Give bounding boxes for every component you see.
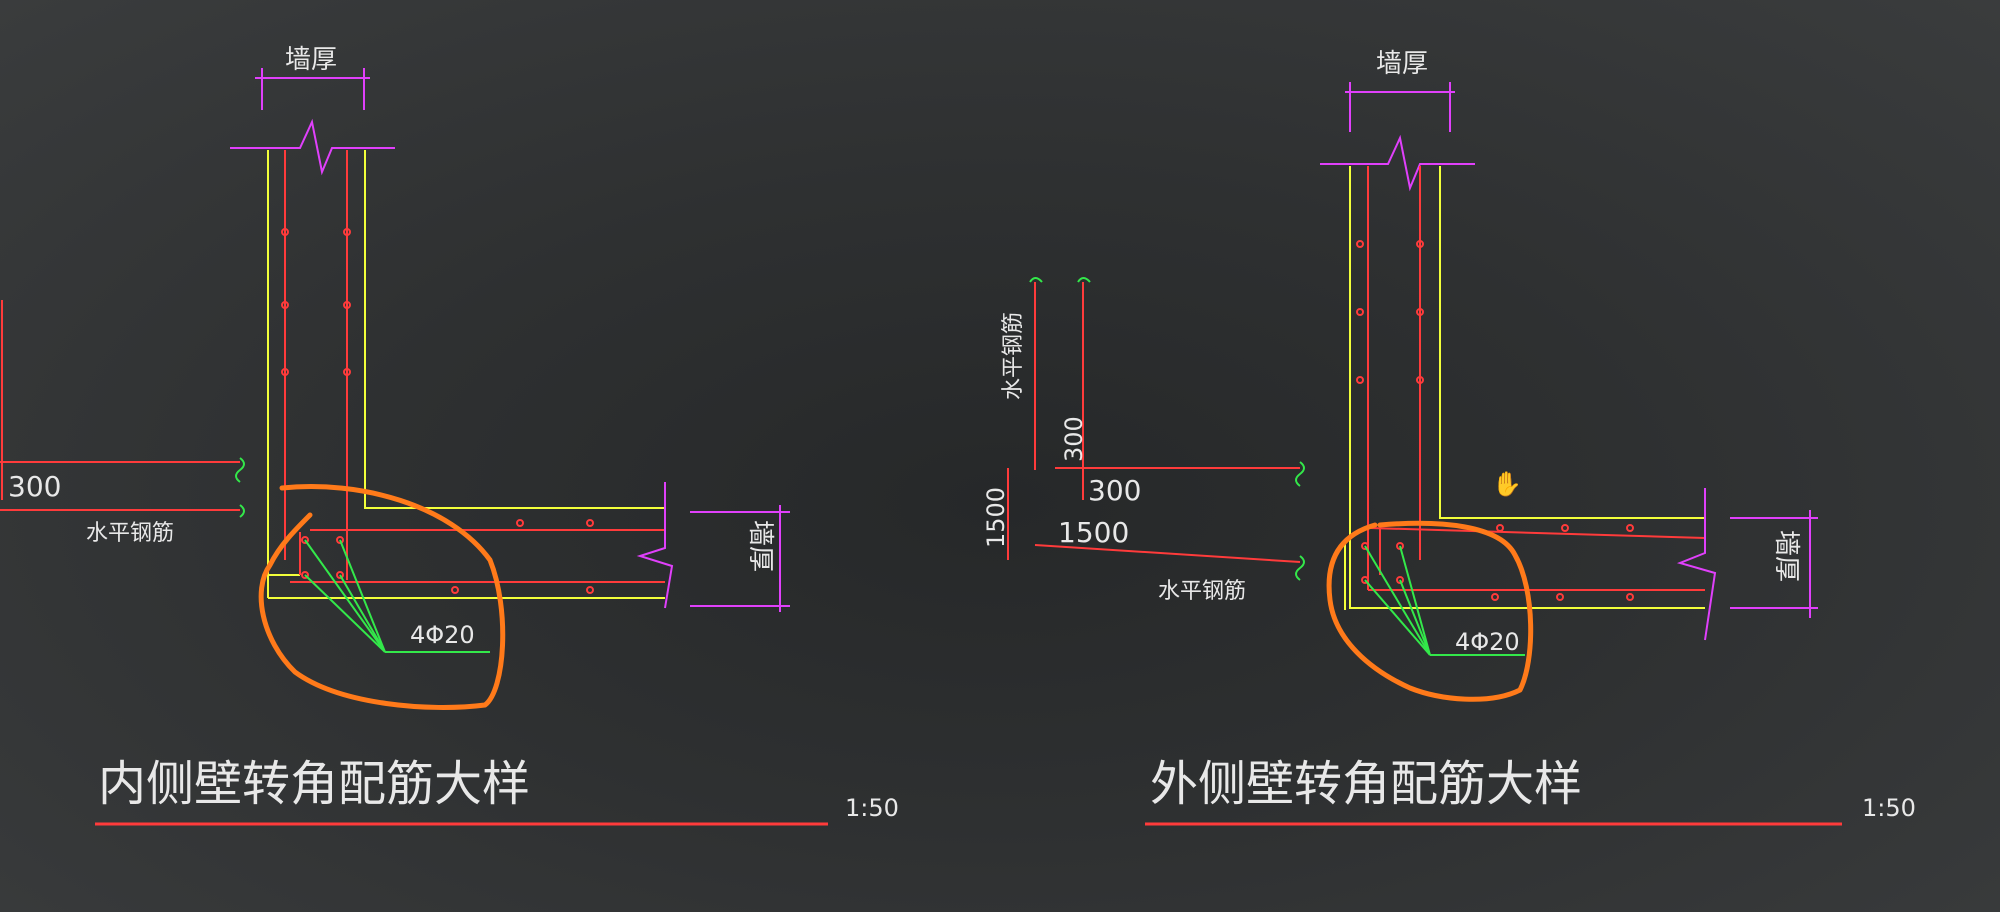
rebar-leaders (1364, 545, 1525, 656)
wall-outline-inner (1439, 166, 1705, 519)
dim-300-vertical-label: 300 (1060, 416, 1088, 462)
wall-thickness-label: 墙厚 (1376, 49, 1428, 79)
break-mark (235, 457, 245, 518)
markup-circle (258, 484, 506, 710)
detail-scale: 1:50 (845, 794, 899, 822)
wall-outline-outer (364, 150, 665, 509)
break-mark-top (1029, 277, 1091, 283)
rebar-horizontal-2 (1369, 527, 1706, 539)
horizontal-rebar-vertical-label: 水平钢筋 (1001, 312, 1026, 400)
break-line-top (1320, 134, 1475, 192)
horizontal-rebar-label: 水平钢筋 (86, 521, 174, 546)
hand-cursor-icon: ✋ (1492, 470, 1522, 498)
dim-line-1500 (1034, 544, 1301, 563)
break-line-right (1676, 488, 1717, 641)
left-detail: 300 水平钢筋 墙厚 墙厚 (0, 45, 899, 826)
dim-300-label: 300 (8, 470, 61, 503)
wall-thickness-label-right: 墙厚 (745, 520, 775, 572)
horizontal-rebar-label: 水平钢筋 (1158, 579, 1246, 604)
rebar-callout: 4Φ20 (1455, 628, 1520, 656)
wall-thickness-label-right: 墙厚 (1771, 530, 1801, 582)
rebar-dots (1356, 240, 1634, 601)
dim-1500-vertical-label: 1500 (982, 487, 1010, 548)
break-line-top (230, 118, 395, 176)
right-detail: 墙厚 墙厚 水平钢筋 (982, 49, 1916, 826)
wall-outline-outer (1349, 166, 1705, 609)
detail-title: 外侧壁转角配筋大样 (1150, 756, 1582, 812)
rebar-callout: 4Φ20 (410, 621, 475, 649)
break-mark-right (1295, 461, 1305, 581)
break-line-right (636, 482, 674, 609)
dim-300-horizontal-label: 300 (1088, 474, 1141, 507)
rebar-dots (281, 228, 594, 594)
detail-title: 内侧壁转角配筋大样 (98, 756, 530, 812)
dim-1500-horizontal-label: 1500 (1058, 516, 1129, 549)
wall-thickness-label: 墙厚 (285, 45, 337, 75)
detail-scale: 1:50 (1862, 794, 1916, 822)
markup-circle (1326, 520, 1534, 702)
rebar-leaders (304, 539, 490, 653)
